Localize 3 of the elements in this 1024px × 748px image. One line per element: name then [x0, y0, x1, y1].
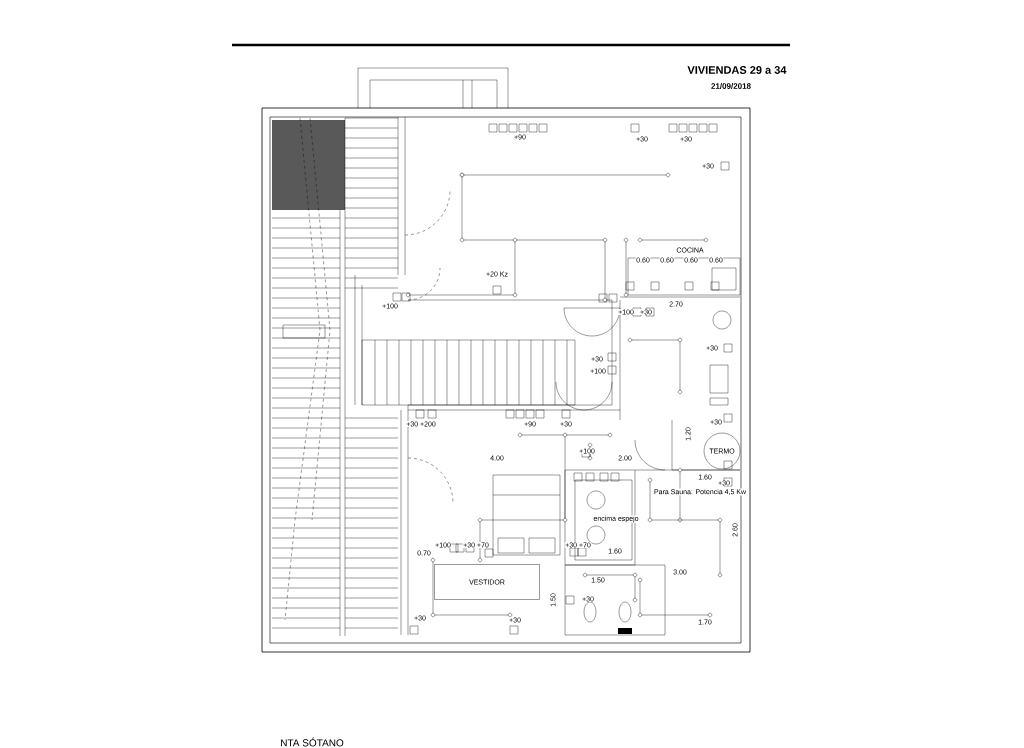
title: VIVIENDAS 29 a 34: [687, 66, 787, 74]
plan-title: NTA SÓTANO: [279, 737, 345, 747]
date-label: 21/09/2018: [710, 82, 752, 90]
